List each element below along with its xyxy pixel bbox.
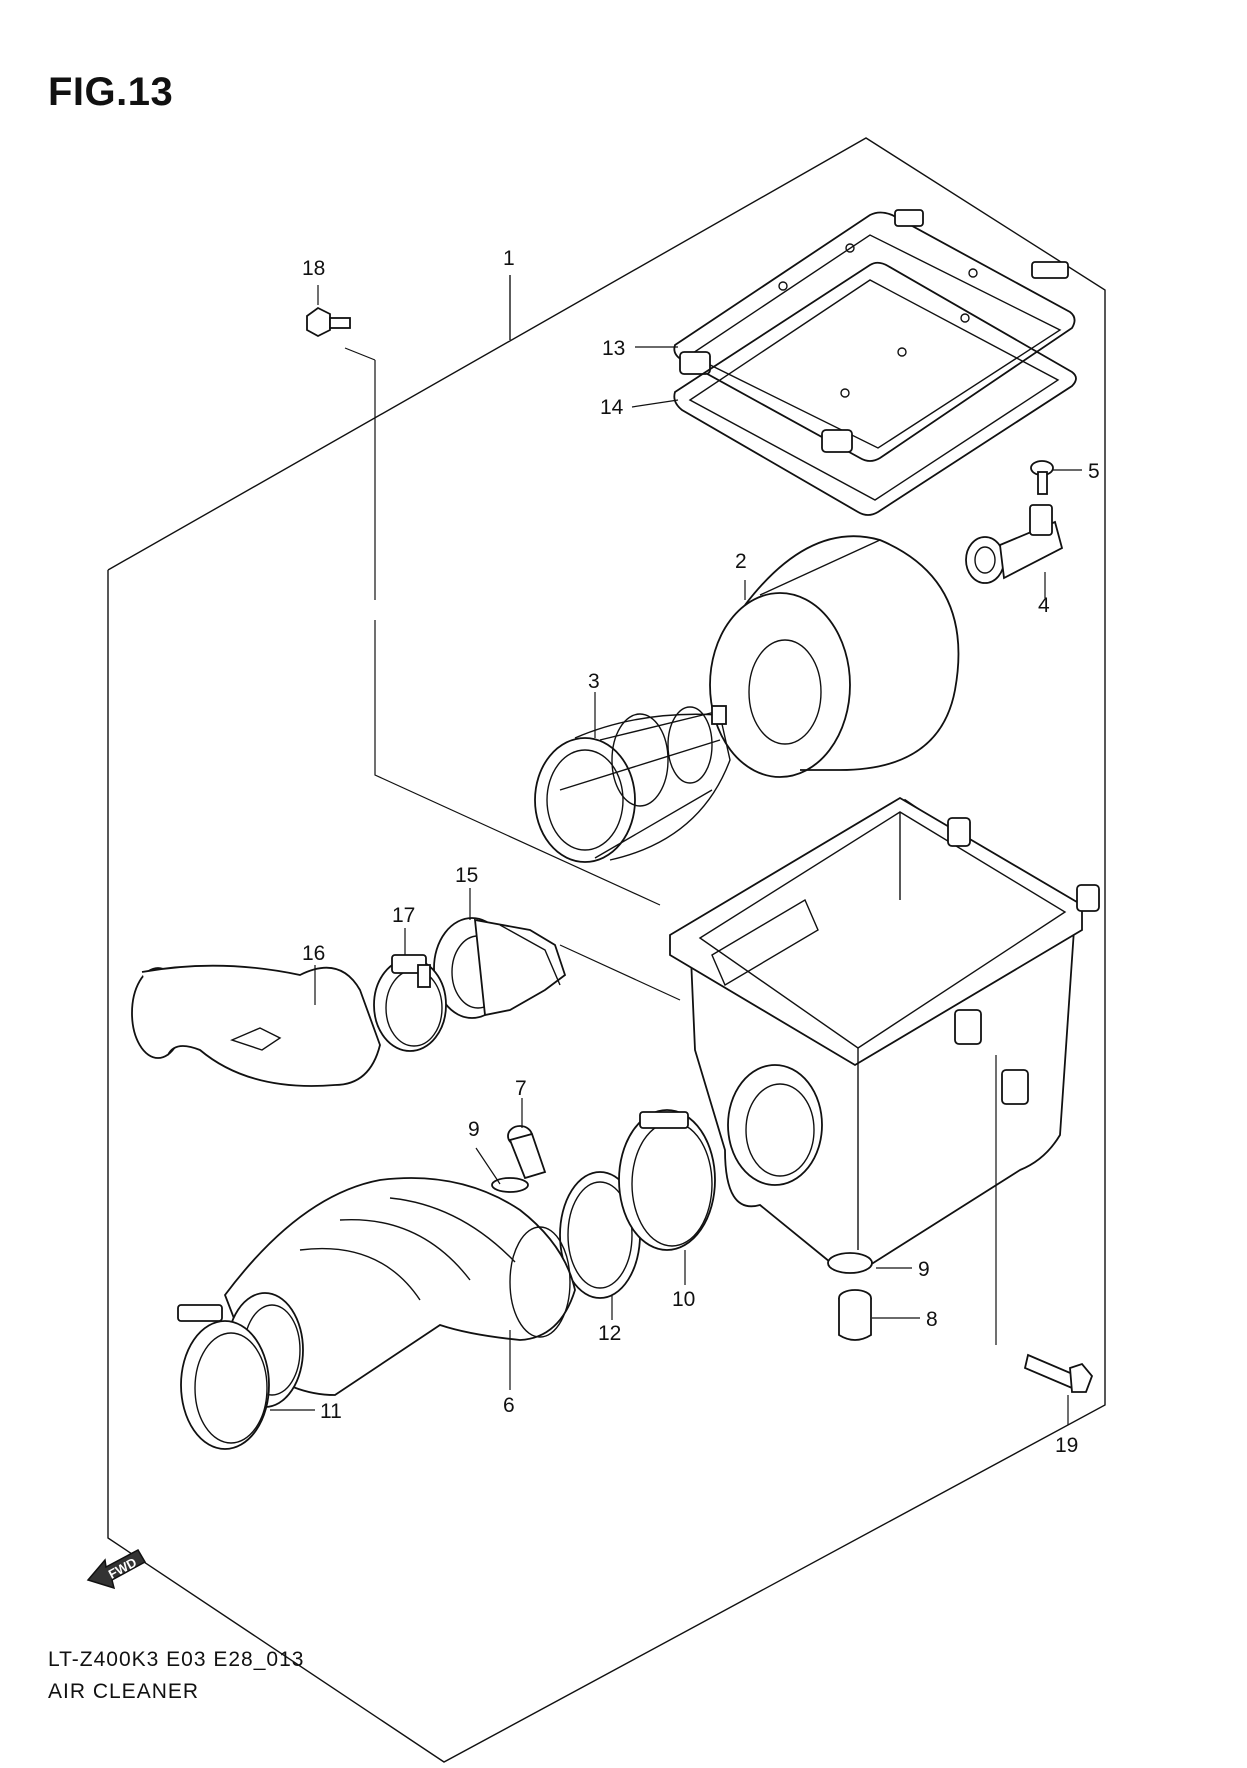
callout-14: 14 bbox=[600, 396, 624, 419]
callout-labels: 1 2 3 4 5 6 7 8 9 9 10 11 12 13 14 15 16… bbox=[302, 247, 1100, 1457]
callout-7: 7 bbox=[515, 1077, 527, 1100]
part-19-bolt bbox=[1023, 1353, 1094, 1393]
part-9-ring-upper bbox=[491, 1177, 529, 1193]
callout-15: 15 bbox=[455, 864, 478, 887]
part-3-filter-cage bbox=[534, 705, 731, 863]
callout-3: 3 bbox=[588, 670, 600, 693]
callout-16: 16 bbox=[302, 942, 325, 965]
assembly-boundary bbox=[107, 137, 1106, 1763]
part-6-intake-boot bbox=[223, 1177, 576, 1408]
model-code: LT-Z400K3 E03 E28_013 bbox=[48, 1648, 305, 1671]
callout-17: 17 bbox=[392, 904, 415, 927]
part-11-clamp bbox=[177, 1304, 270, 1450]
callout-9-lower: 9 bbox=[918, 1258, 930, 1281]
callout-2: 2 bbox=[735, 550, 747, 573]
part-17-clamp bbox=[373, 954, 447, 1052]
part-8-plug bbox=[838, 1289, 872, 1341]
callout-18: 18 bbox=[302, 257, 325, 280]
part-1-bracket bbox=[344, 275, 681, 1001]
callout-8: 8 bbox=[926, 1308, 938, 1331]
leader-lines bbox=[270, 275, 1082, 1425]
part-13-cover bbox=[673, 209, 1076, 462]
part-16-outlet-tube bbox=[131, 964, 381, 1087]
callout-5: 5 bbox=[1088, 460, 1100, 483]
part-18-bolt bbox=[306, 306, 351, 338]
part-14-gasket bbox=[673, 261, 1077, 516]
part-12-screen bbox=[559, 1171, 641, 1299]
part-9-ring-lower bbox=[827, 1252, 873, 1274]
callout-19: 19 bbox=[1055, 1434, 1078, 1457]
callout-12: 12 bbox=[598, 1322, 621, 1345]
figure-title: FIG.13 bbox=[48, 70, 174, 114]
part-2-filter-element bbox=[709, 535, 960, 778]
callout-4: 4 bbox=[1038, 594, 1050, 617]
callout-1: 1 bbox=[503, 247, 515, 270]
callout-13: 13 bbox=[602, 337, 625, 360]
part-10-clamp bbox=[618, 1109, 716, 1251]
assembly-name: AIR CLEANER bbox=[48, 1680, 200, 1703]
fwd-label: FWD bbox=[106, 1555, 139, 1582]
callout-11: 11 bbox=[320, 1400, 342, 1423]
callout-6: 6 bbox=[503, 1394, 515, 1417]
part-5-screw bbox=[1030, 460, 1054, 495]
part-1-case bbox=[669, 796, 1100, 1271]
part-15-intake-duct bbox=[433, 917, 567, 1019]
part-4-breather bbox=[965, 504, 1064, 584]
callout-10: 10 bbox=[672, 1288, 695, 1311]
part-7-fitting bbox=[507, 1125, 547, 1180]
fwd-arrow-icon: FWD bbox=[86, 1548, 147, 1590]
callout-9-upper: 9 bbox=[468, 1118, 480, 1141]
